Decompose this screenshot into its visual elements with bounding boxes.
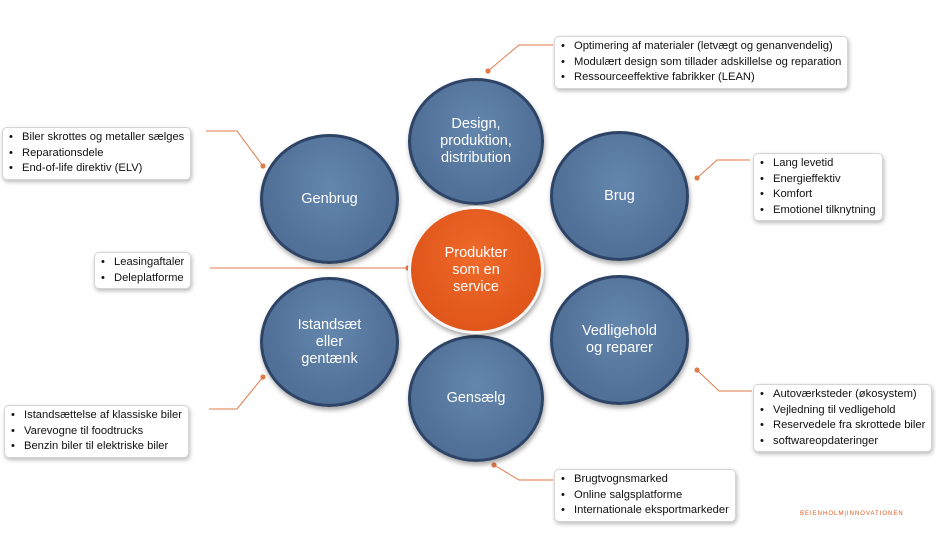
connector-dot: [260, 374, 266, 380]
connector-design: [487, 44, 553, 72]
list-item: Komfort: [759, 187, 876, 203]
box-vedligehold: Autoværksteder (økosystem) Vejledning ti…: [753, 384, 933, 453]
node-brug: Brug: [550, 131, 689, 261]
node-vedligehold: Vedligehold og reparer: [550, 275, 689, 405]
node-label-gensaelg: Gensælg: [446, 390, 506, 406]
box-istandsaet: Istandsættelse af klassiske biler Varevo…: [4, 405, 189, 458]
connector-dot: [694, 367, 700, 373]
node-label-brug: Brug: [604, 187, 635, 204]
list-item: Deleplatforme: [100, 271, 184, 287]
list-item: Leasingaftaler: [100, 255, 184, 271]
node-center: Produkter som en service: [408, 206, 544, 334]
list-item: Brugtvognsmarked: [560, 472, 729, 488]
list-item: Energieffektiv: [759, 172, 876, 188]
connector-dot: [694, 175, 700, 181]
list-item: Reservedele fra skrottede biler: [759, 418, 925, 434]
list-item: Emotionel tilknytning: [759, 203, 876, 219]
list-item: Istandsættelse af klassiske biler: [10, 408, 182, 424]
list-item: Lang levetid: [759, 156, 876, 172]
connector-vedligehold: [696, 369, 752, 392]
node-gensaelg: Gensælg: [408, 335, 544, 462]
list-item: Benzin biler til elektriske biler: [10, 439, 182, 455]
list-item: Internationale eksportmarkeder: [560, 503, 729, 519]
connector-gensaelg: [493, 464, 553, 481]
node-label-genbrug: Genbrug: [301, 190, 358, 207]
connector-genbrug: [206, 130, 264, 167]
node-label-vedligehold: Vedligehold og reparer: [582, 323, 657, 356]
node-istandsaet: Istandsæt eller gentænk: [260, 277, 399, 407]
list-item: Reparationsdele: [8, 146, 184, 162]
connector-dot: [491, 462, 497, 468]
list-item: Biler skrottes og metaller sælges: [8, 130, 184, 146]
connector-dot: [485, 68, 491, 74]
box-gensaelg: Brugtvognsmarked Online salgsplatforme I…: [554, 469, 736, 522]
list-item: Autoværksteder (økosystem): [759, 387, 925, 403]
node-label-istandsaet: Istandsæt eller gentænk: [297, 316, 362, 367]
list-item: Varevogne til foodtrucks: [10, 424, 182, 440]
node-genbrug: Genbrug: [260, 134, 399, 264]
node-label-center: Produkter som en service: [444, 244, 508, 295]
box-design: Optimering af materialer (letvægt og gen…: [554, 36, 849, 89]
connector-dot: [260, 163, 266, 169]
logo: BEIENHOLM|INNOVATIONEN: [800, 511, 904, 517]
list-item: softwareopdateringer: [759, 434, 925, 450]
box-genbrug: Biler skrottes og metaller sælges Repara…: [2, 127, 192, 180]
list-item: Modulært design som tillader adskillelse…: [560, 55, 841, 71]
box-brug: Lang levetid Energieffektiv Komfort Emot…: [753, 153, 883, 222]
box-center: Leasingaftaler Deleplatforme: [94, 252, 192, 290]
node-design: Design, produktion, distribution: [408, 78, 544, 205]
list-item: Online salgsplatforme: [560, 488, 729, 504]
list-item: End-of-life direktiv (ELV): [8, 161, 184, 177]
list-item: Optimering af materialer (letvægt og gen…: [560, 39, 841, 55]
node-label-design: Design, produktion, distribution: [440, 116, 512, 166]
list-item: Ressourceeffektive fabrikker (LEAN): [560, 70, 841, 86]
list-item: Vejledning til vedligehold: [759, 403, 925, 419]
connector-brug: [696, 159, 750, 179]
connector-istandsaet: [209, 376, 264, 410]
